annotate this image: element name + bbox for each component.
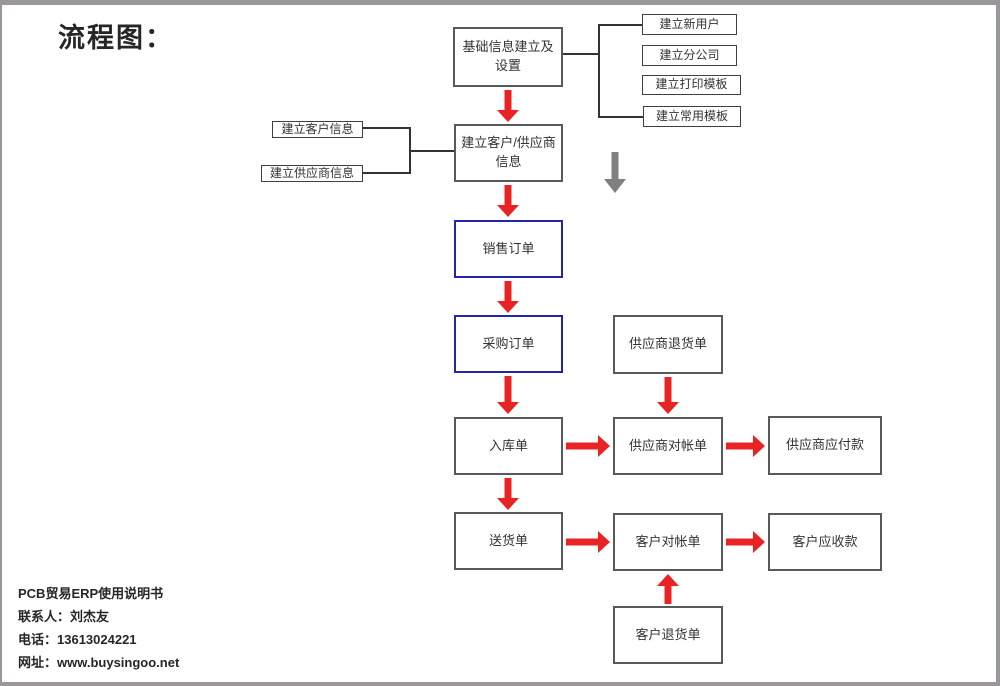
footer-website: 网址：www.buysingoo.net xyxy=(18,655,180,670)
node-customer-statement: 客户对帐单 xyxy=(613,513,723,571)
footer: PCB贸易ERP使用说明书 联系人：刘杰友 电话：13613024221 网址：… xyxy=(18,582,179,674)
node-base-info: 基础信息建立及设置 xyxy=(453,27,563,87)
node-supplier-return: 供应商退货单 xyxy=(613,315,723,374)
footer-phone: 电话：13613024221 xyxy=(18,632,137,647)
node-supplier-info: 建立供应商信息 xyxy=(261,165,363,182)
page-title: 流程图： xyxy=(58,23,174,53)
node-customer-info: 建立客户信息 xyxy=(272,121,363,138)
node-inbound-order: 入库单 xyxy=(454,417,563,475)
footer-doc-title: PCB贸易ERP使用说明书 xyxy=(18,586,164,601)
node-supplier-statement: 供应商对帐单 xyxy=(613,417,723,475)
node-branch-company: 建立分公司 xyxy=(642,45,737,66)
node-common-template: 建立常用模板 xyxy=(643,106,741,127)
node-purchase-order: 采购订单 xyxy=(454,315,563,373)
node-new-user: 建立新用户 xyxy=(642,14,737,35)
node-delivery-order: 送货单 xyxy=(454,512,563,570)
node-customer-supplier-info: 建立客户/供应商信息 xyxy=(454,124,563,182)
node-print-template: 建立打印模板 xyxy=(642,75,741,95)
footer-contact: 联系人：刘杰友 xyxy=(18,609,110,624)
node-sales-order: 销售订单 xyxy=(454,220,563,278)
node-customer-receivable: 客户应收款 xyxy=(768,513,882,571)
node-customer-return: 客户退货单 xyxy=(613,606,723,664)
node-supplier-payable: 供应商应付款 xyxy=(768,416,882,475)
